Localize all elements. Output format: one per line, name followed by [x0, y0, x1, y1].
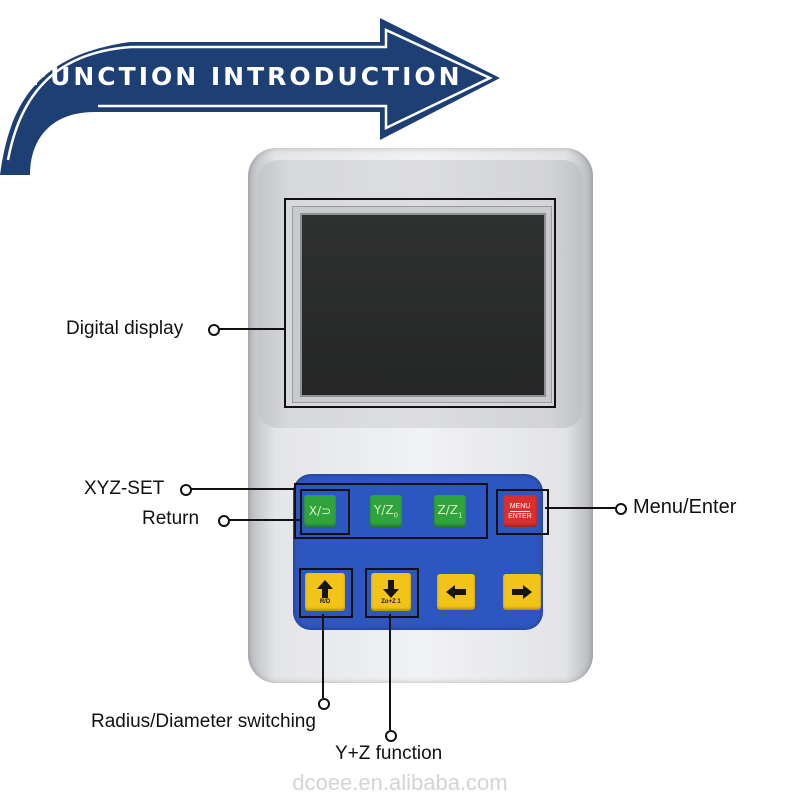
display-callout-line [218, 328, 286, 330]
banner-title: FUNCTION INTRODUCTION [30, 62, 463, 91]
display-highlight-box [284, 198, 556, 408]
xyz-set-highlight-box [294, 483, 488, 539]
arrow-down-icon [383, 580, 399, 598]
xyz-set-label: XYZ-SET [84, 478, 165, 499]
left-arrow-key[interactable] [437, 574, 475, 610]
xyz-set-callout-line [189, 488, 296, 490]
radius-callout-line [322, 614, 324, 698]
y-key-letter: Y [373, 502, 382, 517]
watermark-text: dcoee.en.alibaba.com [292, 770, 508, 795]
radius-callout-dot [318, 698, 330, 710]
radius-diameter-label: Radius/Diameter switching [91, 711, 316, 732]
xyz-set-callout-dot [180, 484, 192, 496]
z-key-zero-letter: Z [449, 502, 459, 517]
return-key-symbol: ⊃ [321, 504, 332, 518]
up-radius-diameter-key[interactable]: R/D [305, 573, 345, 611]
digital-display-screen [300, 213, 546, 397]
banner-arrow [0, 18, 500, 175]
enter-key-label: ENTER [508, 512, 532, 520]
arrow-right-icon [512, 585, 532, 599]
menu-enter-highlight-box [496, 489, 549, 535]
up-key-label: R/D [319, 599, 331, 605]
z-key-letter: Z [437, 502, 446, 517]
menu-enter-key[interactable]: MENU ENTER [503, 495, 537, 527]
down-yz-function-key[interactable]: Zo+Z 1 [371, 573, 411, 611]
return-callout-line [228, 519, 302, 521]
return-callout-dot [218, 515, 230, 527]
y-key-zero-letter: Z [385, 502, 394, 517]
right-arrow-key[interactable] [503, 574, 541, 610]
x-key-letter: X [308, 504, 318, 518]
arrow-up-icon [317, 580, 333, 598]
x-set-return-key[interactable]: X/⊃ [304, 495, 336, 527]
return-highlight-box [300, 489, 350, 535]
up-key-highlight-box [299, 568, 353, 618]
down-key-label: Zo+Z 1 [381, 599, 401, 605]
arrow-left-icon [446, 585, 466, 599]
return-label: Return [142, 508, 200, 529]
menu-key-label: MENU [509, 502, 531, 512]
menu-enter-callout-dot [615, 503, 627, 515]
y-set-key[interactable]: Y/Z0 [370, 495, 402, 527]
display-callout-dot [208, 324, 220, 336]
z-set-key[interactable]: Z/Z1 [434, 495, 466, 527]
menu-enter-label: Menu/Enter [633, 496, 737, 518]
menu-enter-callout-line [545, 507, 617, 509]
y-key-sub: 0 [393, 511, 399, 520]
down-key-highlight-box [365, 568, 419, 618]
yz-callout-dot [385, 730, 397, 742]
digital-display-label: Digital display [66, 318, 184, 339]
z-key-sub: 1 [458, 511, 463, 520]
yz-function-label: Y+Z function [335, 743, 443, 764]
yz-callout-line [389, 614, 391, 730]
